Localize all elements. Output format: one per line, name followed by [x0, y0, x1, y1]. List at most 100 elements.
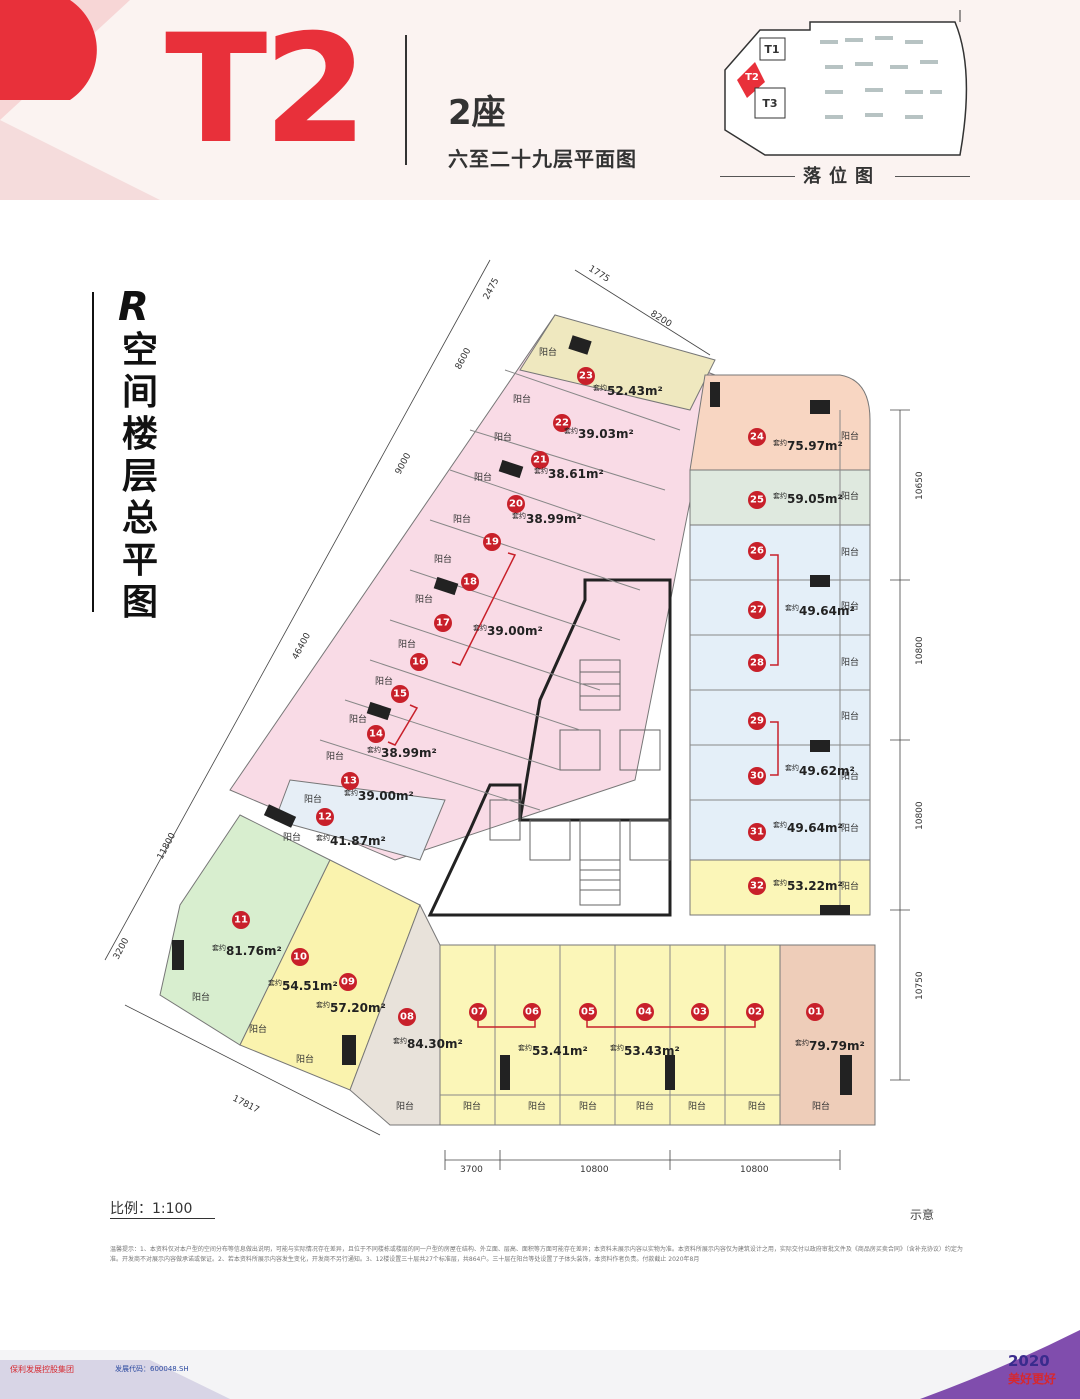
unit-area-32: 53.22m² — [787, 879, 843, 893]
dim-bottom-3: 10800 — [740, 1165, 769, 1175]
unit-badge-11 — [232, 911, 250, 929]
unit-badge-04 — [636, 1003, 654, 1021]
balcony-label: 阳台 — [841, 710, 859, 722]
unit-area-prefix-21: 套约 — [534, 466, 548, 475]
balcony-label: 阳台 — [688, 1100, 706, 1112]
balcony-label: 阳台 — [283, 831, 301, 843]
unit-badge-13 — [341, 772, 359, 790]
unit-area-21: 38.61m² — [548, 467, 604, 481]
unit-number-11: 11 — [234, 915, 248, 926]
dim-top-2: 8200 — [648, 309, 673, 330]
unit-area-09: 57.20m² — [330, 1001, 386, 1015]
dim-left-5: 11800 — [156, 831, 178, 861]
footer-year: 2020 — [1008, 1352, 1050, 1370]
unit-badge-12 — [316, 808, 334, 826]
unit-area-prefix-17: 套约 — [473, 623, 487, 632]
unit-badge-10 — [291, 948, 309, 966]
dim-right-1: 10650 — [915, 471, 925, 500]
unit-number-21: 21 — [533, 455, 547, 466]
unit-number-10: 10 — [293, 952, 307, 963]
unit-area-prefix-31: 套约 — [773, 820, 787, 829]
unit-area-01: 79.79m² — [809, 1039, 865, 1053]
dimension-lines — [104, 259, 910, 1170]
dim-right-2: 10800 — [915, 636, 925, 665]
balcony-label: 阳台 — [841, 490, 859, 502]
unit-area-20: 38.99m² — [526, 512, 582, 526]
dim-left-3: 9000 — [394, 451, 414, 476]
unit-badge-26 — [748, 542, 766, 560]
unit-badge-22 — [553, 414, 571, 432]
unit-number-32: 32 — [750, 881, 764, 892]
location-t1 — [759, 37, 786, 61]
unit-area-prefix-08: 套约 — [393, 1036, 407, 1045]
unit-area-prefix-22: 套约 — [564, 426, 578, 435]
unit-badge-25 — [748, 491, 766, 509]
unit-number-24: 24 — [750, 432, 764, 443]
unit-area-prefix-13: 套约 — [344, 788, 358, 797]
unit-area-12: 41.87m² — [330, 834, 386, 848]
balcony-label: 阳台 — [375, 675, 393, 687]
unit-badge-24 — [748, 428, 766, 446]
unit-area-13: 39.00m² — [358, 789, 414, 803]
dim-right-3: 10800 — [915, 801, 925, 830]
balcony-label: 阳台 — [304, 793, 322, 805]
balcony-label: 阳台 — [249, 1023, 267, 1035]
unit-area-30: 49.62m² — [799, 764, 855, 778]
unit-number-17: 17 — [436, 618, 450, 629]
unit-badge-05 — [579, 1003, 597, 1021]
unit-number-20: 20 — [509, 499, 523, 510]
dim-left-6: 3200 — [112, 936, 132, 961]
header-divider — [405, 35, 407, 165]
footer-slogan: 美好更好 — [1008, 1372, 1057, 1386]
balcony-label: 阳台 — [474, 471, 492, 483]
balcony-label: 阳台 — [841, 656, 859, 668]
dim-top-1: 1775 — [586, 264, 611, 285]
unit-badge-15 — [391, 685, 409, 703]
unit-area-prefix-09: 套约 — [316, 1000, 330, 1009]
company-logo: 保利发展控股集团 — [10, 1365, 74, 1374]
unit-area-31: 49.64m² — [787, 821, 843, 835]
balcony-label: 阳台 — [841, 546, 859, 558]
unit-number-15: 15 — [393, 689, 407, 700]
unit-number-03: 03 — [693, 1007, 707, 1018]
unit-area-prefix-20: 套约 — [512, 511, 526, 520]
red-half-circle — [0, 0, 97, 100]
unit-area-08: 84.30m² — [407, 1037, 463, 1051]
unit-area-prefix-10: 套约 — [268, 978, 282, 987]
unit-number-27: 27 — [750, 605, 764, 616]
unit-area-25: 59.05m² — [787, 492, 843, 506]
unit-number-26: 26 — [750, 546, 764, 557]
building-name: 2座 — [448, 93, 506, 133]
unit-area-05: 53.43m² — [624, 1044, 680, 1058]
unit-number-18: 18 — [463, 577, 477, 588]
unit-badge-19 — [483, 533, 501, 551]
unit-number-30: 30 — [750, 771, 764, 782]
unit-badge-32 — [748, 877, 766, 895]
unit-badge-08 — [398, 1008, 416, 1026]
balcony-label: 阳台 — [579, 1100, 597, 1112]
unit-number-09: 09 — [341, 977, 355, 988]
unit-area-prefix-01: 套约 — [795, 1038, 809, 1047]
unit-badge-18 — [461, 573, 479, 591]
location-caption: 落位图 — [803, 166, 881, 187]
balcony-label: 阳台 — [494, 431, 512, 443]
balcony-label: 阳台 — [636, 1100, 654, 1112]
balcony-label: 阳台 — [326, 750, 344, 762]
balcony-label: 阳台 — [841, 880, 859, 892]
unit-badge-31 — [748, 823, 766, 841]
unit-area-prefix-27: 套约 — [785, 603, 799, 612]
unit-area-24: 75.97m² — [787, 439, 843, 453]
footer — [0, 1350, 1080, 1399]
unit-area-prefix-25: 套约 — [773, 491, 787, 500]
dim-right-4: 10750 — [915, 971, 925, 1000]
unit-badge-21 — [531, 451, 549, 469]
dim-bottom-1: 3700 — [460, 1165, 483, 1175]
balcony-label: 阳台 — [841, 600, 859, 612]
unit-number-31: 31 — [750, 827, 764, 838]
unit-area-07: 53.41m² — [532, 1044, 588, 1058]
balcony-labels: 阳台阳台阳台阳台阳台阳台阳台阳台阳台阳台阳台阳台阳台阳台阳台阳台阳台阳台阳台阳台… — [192, 346, 859, 1112]
unit-badge-14 — [367, 725, 385, 743]
tower-title: T2 — [165, 3, 368, 177]
unit-badge-20 — [507, 495, 525, 513]
core — [427, 578, 672, 917]
